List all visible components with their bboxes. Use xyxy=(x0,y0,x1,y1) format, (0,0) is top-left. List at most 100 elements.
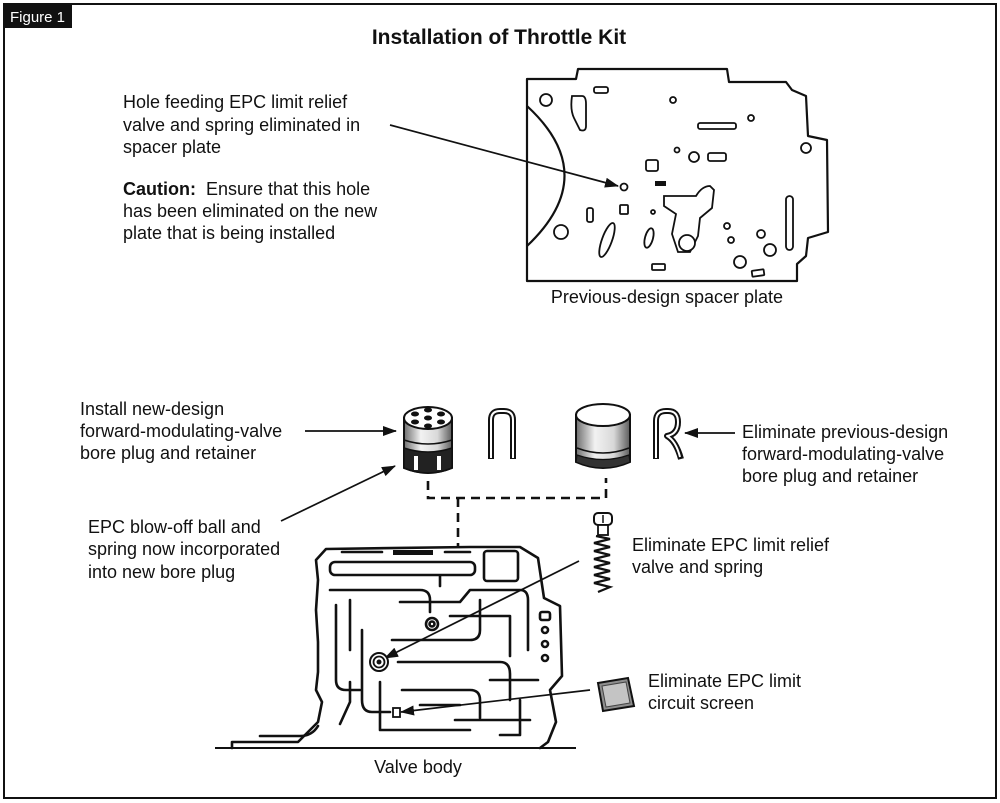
plate-hole xyxy=(727,236,735,244)
spacer-plate-drawing xyxy=(525,67,830,283)
plate-slot xyxy=(619,204,629,215)
valve-body-label: Valve body xyxy=(374,757,462,777)
screen-mesh xyxy=(601,681,631,708)
new-plug-notch xyxy=(414,456,418,470)
plate-cavity xyxy=(663,185,715,253)
plate-hole xyxy=(747,114,755,122)
plate-slot xyxy=(643,227,655,249)
blow-off-ball-bore xyxy=(376,659,382,665)
blow-off-ball-bore xyxy=(372,655,386,669)
previous-plug-groove xyxy=(576,447,630,454)
relief-valve-spring xyxy=(593,534,614,594)
plate-slot xyxy=(707,152,727,162)
caution-label: Caution: xyxy=(123,179,196,199)
valve-body-channel xyxy=(398,588,530,652)
new-retainer-inner xyxy=(490,410,514,458)
valve-body-port xyxy=(424,616,440,632)
install-dashed-leader xyxy=(426,478,608,500)
valve-body-channel xyxy=(328,560,477,577)
valve-body-pocket xyxy=(482,549,520,583)
relief-valve-callout-line: Eliminate EPC limit relief xyxy=(632,535,830,555)
plate-hole xyxy=(763,243,777,257)
blow-off-arrow xyxy=(280,465,396,522)
new-plug-port xyxy=(437,419,445,425)
blow-off-callout: EPC blow-off ball and spring now incorpo… xyxy=(88,517,285,582)
valve-body-channel xyxy=(258,724,320,738)
previous-design-retainer xyxy=(653,408,684,460)
new-plug-port xyxy=(437,411,445,417)
plate-slot xyxy=(655,181,666,186)
plate-hole xyxy=(650,209,656,215)
new-design-bore-plug xyxy=(403,406,453,474)
plate-hole xyxy=(756,229,766,239)
valve-body-channel xyxy=(338,680,352,726)
valve-body-channel xyxy=(378,680,472,732)
previous-plug-callout-line: bore plug and retainer xyxy=(742,466,918,486)
new-plug-callout-line: bore plug and retainer xyxy=(80,443,256,463)
plate-hole xyxy=(673,146,681,154)
new-design-retainer xyxy=(488,408,516,459)
epc-limit-relief-valve-spring xyxy=(593,512,614,594)
plate-hole xyxy=(723,222,731,230)
valve-body-channel xyxy=(396,660,512,702)
previous-plug-callout-line: forward-modulating-valve xyxy=(742,444,944,464)
epc-limit-relief-feed-hole xyxy=(619,182,629,192)
caution-callout-line: Ensure that this hole xyxy=(206,179,370,199)
caution-callout-line: plate that is being installed xyxy=(123,223,335,243)
valve-body-channel xyxy=(328,588,432,614)
new-plug-callout-line: forward-modulating-valve xyxy=(80,421,282,441)
spacer-hole-callout: Hole feeding EPC limit relief valve and … xyxy=(123,92,365,157)
plate-slot xyxy=(651,263,666,271)
plate-slot xyxy=(570,95,587,132)
figure-label: Figure 1 xyxy=(10,9,65,26)
valve-body-channel xyxy=(390,598,482,642)
new-plug-notch xyxy=(437,456,441,470)
new-retainer-outline xyxy=(488,408,516,459)
blow-off-callout-line: EPC blow-off ball and xyxy=(88,517,261,537)
valve-body-channel xyxy=(334,603,362,692)
valve-body-channel xyxy=(448,614,512,658)
screen-callout-line: circuit screen xyxy=(648,693,754,713)
spacer-hole-callout-line: spacer plate xyxy=(123,137,221,157)
spacer-plate-arc xyxy=(526,105,566,247)
plate-slot xyxy=(645,159,659,172)
plate-slot xyxy=(598,222,616,258)
screen-arrow xyxy=(400,689,591,716)
relief-valve-arrow xyxy=(384,560,580,659)
previous-plug-callout-line: Eliminate previous-design xyxy=(742,422,948,442)
plate-slot xyxy=(593,86,609,94)
blow-off-callout-line: spring now incorporated xyxy=(88,539,280,559)
figure-tab-background xyxy=(5,5,72,28)
plate-slot xyxy=(586,207,594,223)
new-plug-callout: Install new-design forward-modulating-va… xyxy=(80,399,287,463)
plate-hole xyxy=(688,151,700,163)
screen-location xyxy=(392,707,401,718)
plate-hole xyxy=(678,234,696,252)
valve-body-port xyxy=(428,620,436,628)
plate-slot xyxy=(785,195,794,251)
relief-valve-callout: Eliminate EPC limit relief valve and spr… xyxy=(632,535,834,577)
new-plug-port xyxy=(411,419,419,425)
figure-title: Installation of Throttle Kit xyxy=(372,26,626,49)
spacer-hole-callout-line: Hole feeding EPC limit relief xyxy=(123,92,348,112)
valve-body-port xyxy=(540,639,550,649)
new-plug-port xyxy=(424,423,432,429)
caution-callout: Caution: Ensure that this hole has been … xyxy=(123,179,382,243)
valve-body-channel xyxy=(498,698,522,737)
plate-slot xyxy=(697,122,737,130)
figure-tab: Figure 1 xyxy=(5,5,72,28)
figure-border xyxy=(3,3,997,799)
valve-body-top-bar xyxy=(393,550,433,555)
new-plug-groove xyxy=(403,439,453,445)
plate-hole xyxy=(669,96,677,104)
spacer-hole-callout-line: valve and spring eliminated in xyxy=(123,115,360,135)
previous-retainer-inner xyxy=(655,410,681,458)
spacer-plate-outline xyxy=(525,67,830,283)
screen-callout: Eliminate EPC limit circuit screen xyxy=(648,671,806,713)
epc-limit-circuit-screen xyxy=(596,676,636,713)
new-plug-callout-line: Install new-design xyxy=(80,399,224,419)
plate-hole xyxy=(733,255,747,269)
valve-body-port xyxy=(540,625,550,635)
relief-valve-stem xyxy=(597,524,609,536)
